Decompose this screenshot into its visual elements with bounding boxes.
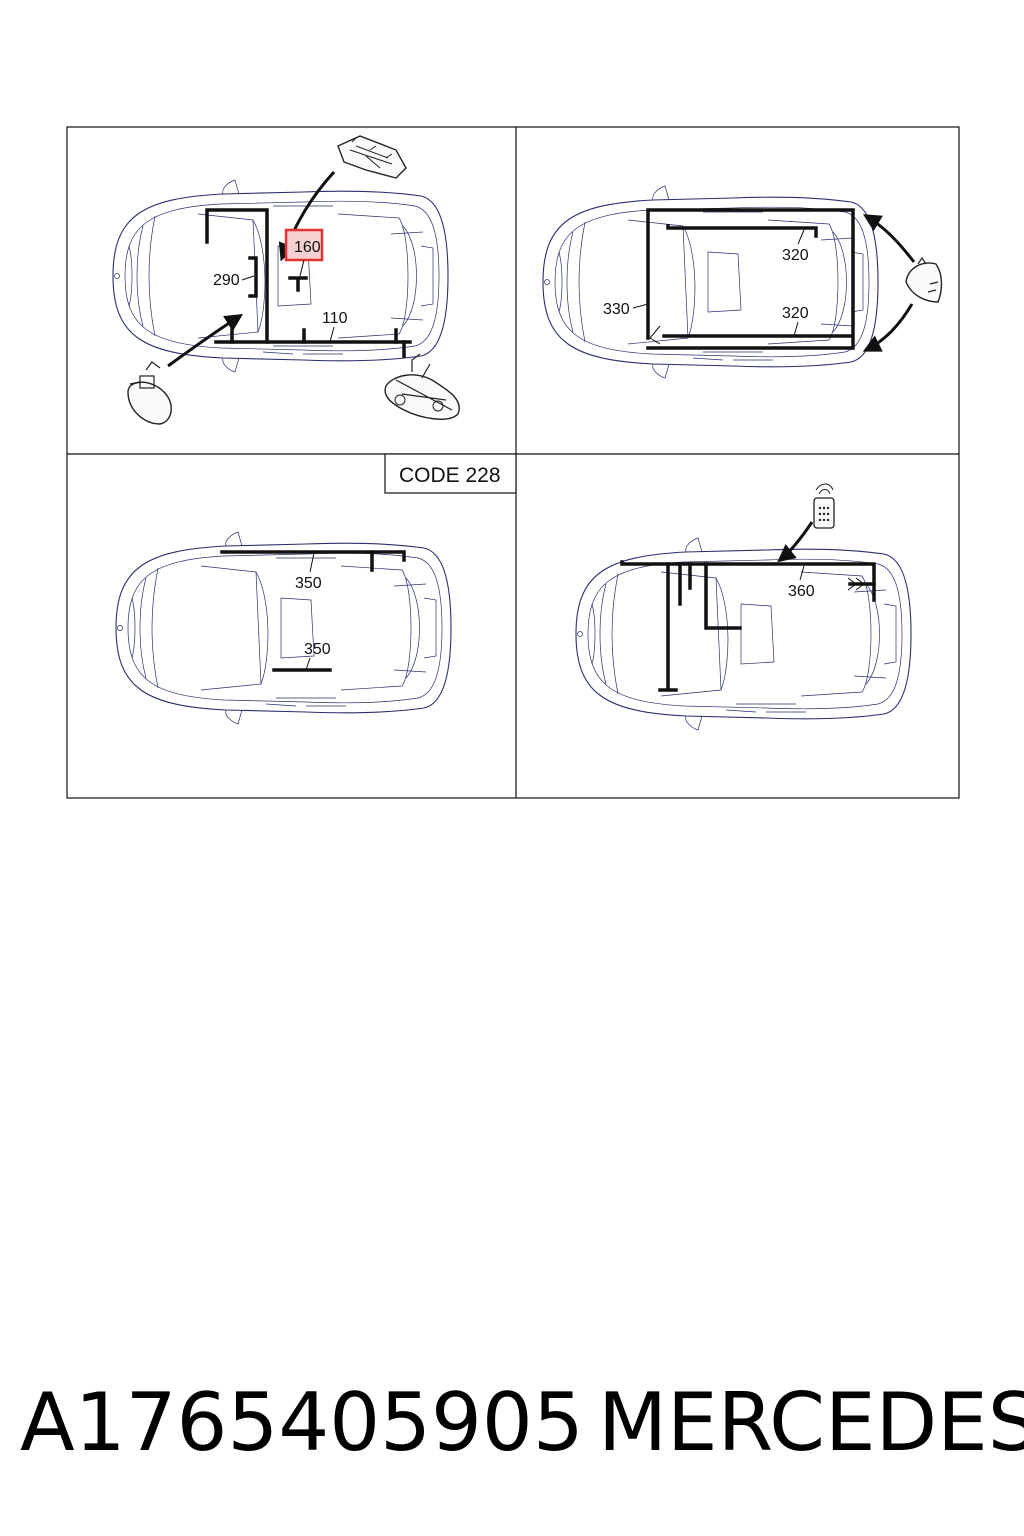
wire-branch-360-a [658,562,678,692]
wire-end-360 [847,577,865,591]
panel-top-right: 320 320 330 [542,185,943,379]
panel-bottom-left: CODE 228 350 350 [115,453,517,725]
arrow-to-antenna-bottom [862,303,914,352]
panel-bottom-right: 360 [575,483,912,731]
part-number: A1765405905 [20,1376,584,1469]
overhead-module-icon [337,135,407,179]
panel-top-left: 160 290 110 [112,135,460,425]
car-outline [575,537,912,731]
wire-bracket-290 [248,256,258,298]
wire-harness-330 [646,208,855,350]
label-350-top: 350 [295,575,322,592]
label-320-top: 320 [782,247,809,264]
car-outline [115,531,452,725]
code-tag: CODE 228 [399,464,501,487]
wire-harness-290 [205,208,269,344]
label-360: 360 [788,583,815,600]
rear-view-mirror-icon [127,361,172,425]
leader-360 [799,565,805,581]
label-350-bottom: 350 [304,641,331,658]
highlight-box-160[interactable] [284,228,324,262]
label-320-bottom: 320 [782,305,809,322]
leader-350-top [309,552,315,573]
label-160[interactable]: 160 [294,239,321,256]
leader-290 [241,275,255,281]
arrow-to-antenna-top [862,214,916,263]
leader-320-bottom [793,321,799,337]
label-290: 290 [213,272,240,289]
wire-harness-160 [288,276,308,292]
roof-antenna-icon [905,256,943,303]
wire-harness-360 [620,560,876,602]
arrow-to-mirror [167,314,244,368]
brand-name: MERCEDES [598,1376,1024,1469]
leader-160 [299,259,305,277]
label-110: 110 [322,310,348,327]
wire-end-330 [649,325,661,345]
leader-320-top [797,229,805,245]
diagram-frame [66,126,960,799]
remote-key-icon [813,483,835,529]
wire-harness-320-top [666,224,818,238]
leader-350-bottom [305,657,311,671]
arrow-to-remote [777,521,814,563]
leader-330 [632,303,649,309]
label-330: 330 [603,301,630,318]
leader-110 [329,326,335,343]
code-tag-box [384,453,517,494]
wire-branches-110 [230,328,406,358]
wire-branch-360-b [678,562,692,606]
wire-harness-350-top [220,550,406,562]
wire-branch-360-c [704,562,742,630]
wiring-harness-icon [384,353,460,420]
